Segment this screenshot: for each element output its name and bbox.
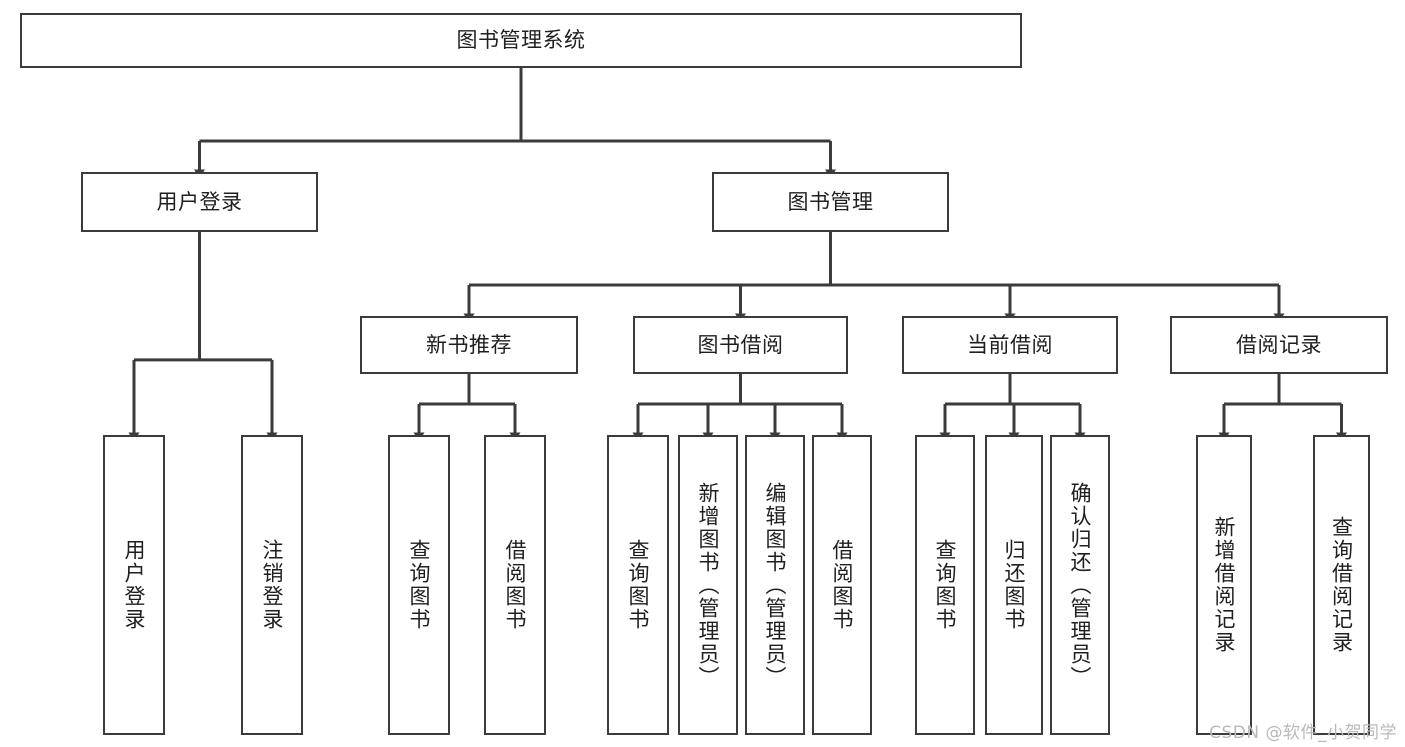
- node-leaf-confirm-return-label: 确认归还（管理员）: [1068, 481, 1093, 689]
- node-leaf-return-book[interactable]: 归还图书: [985, 435, 1043, 735]
- node-leaf-borrow-book-1-label: 借阅图书: [503, 539, 528, 631]
- node-leaf-borrow-book-2[interactable]: 借阅图书: [812, 435, 872, 735]
- node-leaf-logout[interactable]: 注销登录: [241, 435, 303, 735]
- node-leaf-confirm-return[interactable]: 确认归还（管理员）: [1050, 435, 1110, 735]
- node-borrow-record[interactable]: 借阅记录: [1170, 316, 1388, 374]
- node-leaf-query-book-2-label: 查询图书: [626, 539, 651, 631]
- node-leaf-user-login[interactable]: 用户登录: [103, 435, 165, 735]
- node-leaf-edit-book-label: 编辑图书（管理员）: [763, 481, 788, 689]
- node-user-login-label: 用户登录: [156, 189, 243, 214]
- node-new-book-rec-label: 新书推荐: [426, 332, 512, 357]
- node-leaf-edit-book[interactable]: 编辑图书（管理员）: [745, 435, 805, 735]
- node-new-book-rec[interactable]: 新书推荐: [360, 316, 578, 374]
- node-leaf-logout-label: 注销登录: [260, 539, 285, 631]
- node-root-label: 图书管理系统: [456, 28, 586, 53]
- node-book-borrow-label: 图书借阅: [697, 332, 784, 357]
- node-borrow-record-label: 借阅记录: [1236, 332, 1322, 357]
- node-leaf-query-book-2[interactable]: 查询图书: [607, 435, 669, 735]
- node-leaf-query-record-label: 查询借阅记录: [1329, 516, 1354, 654]
- node-book-borrow[interactable]: 图书借阅: [633, 316, 848, 374]
- node-leaf-add-book-label: 新增图书（管理员）: [696, 481, 721, 689]
- node-leaf-query-book-1[interactable]: 查询图书: [388, 435, 450, 735]
- node-book-manage-label: 图书管理: [787, 189, 874, 214]
- csdn-watermark: CSDN @软件_小贺同学: [1209, 723, 1397, 743]
- node-user-login[interactable]: 用户登录: [81, 172, 318, 232]
- node-leaf-query-book-1-label: 查询图书: [407, 539, 432, 631]
- node-leaf-query-book-3[interactable]: 查询图书: [915, 435, 975, 735]
- node-leaf-query-record[interactable]: 查询借阅记录: [1313, 435, 1370, 735]
- node-leaf-borrow-book-1[interactable]: 借阅图书: [484, 435, 546, 735]
- node-leaf-add-record-label: 新增借阅记录: [1212, 516, 1237, 654]
- node-current-borrow[interactable]: 当前借阅: [902, 316, 1118, 374]
- node-root[interactable]: 图书管理系统: [20, 13, 1022, 68]
- node-current-borrow-label: 当前借阅: [967, 332, 1053, 357]
- node-leaf-borrow-book-2-label: 借阅图书: [830, 539, 855, 631]
- node-leaf-user-login-label: 用户登录: [122, 539, 147, 631]
- node-leaf-query-book-3-label: 查询图书: [933, 539, 958, 631]
- node-book-manage[interactable]: 图书管理: [712, 172, 949, 232]
- node-leaf-add-book[interactable]: 新增图书（管理员）: [678, 435, 738, 735]
- node-leaf-add-record[interactable]: 新增借阅记录: [1196, 435, 1252, 735]
- node-leaf-return-book-label: 归还图书: [1002, 539, 1027, 631]
